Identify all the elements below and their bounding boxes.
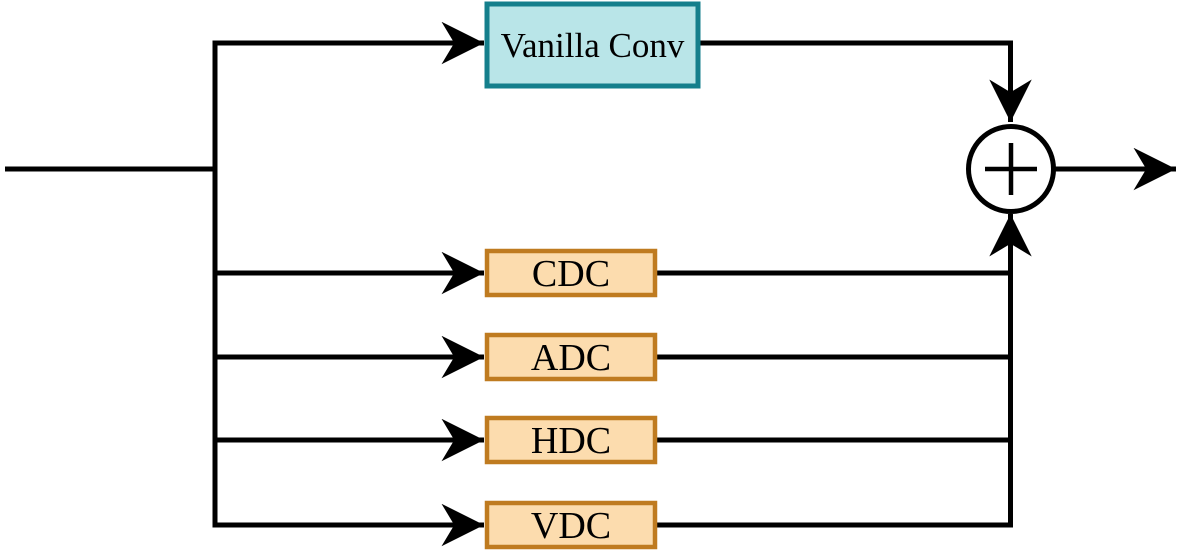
adc-node: ADC <box>484 332 658 382</box>
cdc-label: CDC <box>532 253 610 295</box>
vdc-node: VDC <box>484 500 658 550</box>
vanilla-conv-node: Vanilla Conv <box>484 1 701 89</box>
vanilla-conv-output-wire <box>698 40 1032 122</box>
vanilla-conv-label: Vanilla Conv <box>501 26 685 65</box>
adc-box <box>484 332 658 382</box>
sum-node <box>966 124 1056 214</box>
collector-wire <box>655 214 1032 528</box>
hdc-node: HDC <box>484 415 658 465</box>
vanilla-conv-box <box>484 1 701 89</box>
cdc-box <box>484 248 658 298</box>
plus-icon <box>985 143 1037 195</box>
hdc-box <box>484 415 658 465</box>
cdc-node: CDC <box>484 248 658 298</box>
hdc-label: HDC <box>531 420 611 462</box>
adc-label: ADC <box>531 337 611 379</box>
vdc-label: VDC <box>531 505 611 547</box>
vdc-box <box>484 500 658 550</box>
